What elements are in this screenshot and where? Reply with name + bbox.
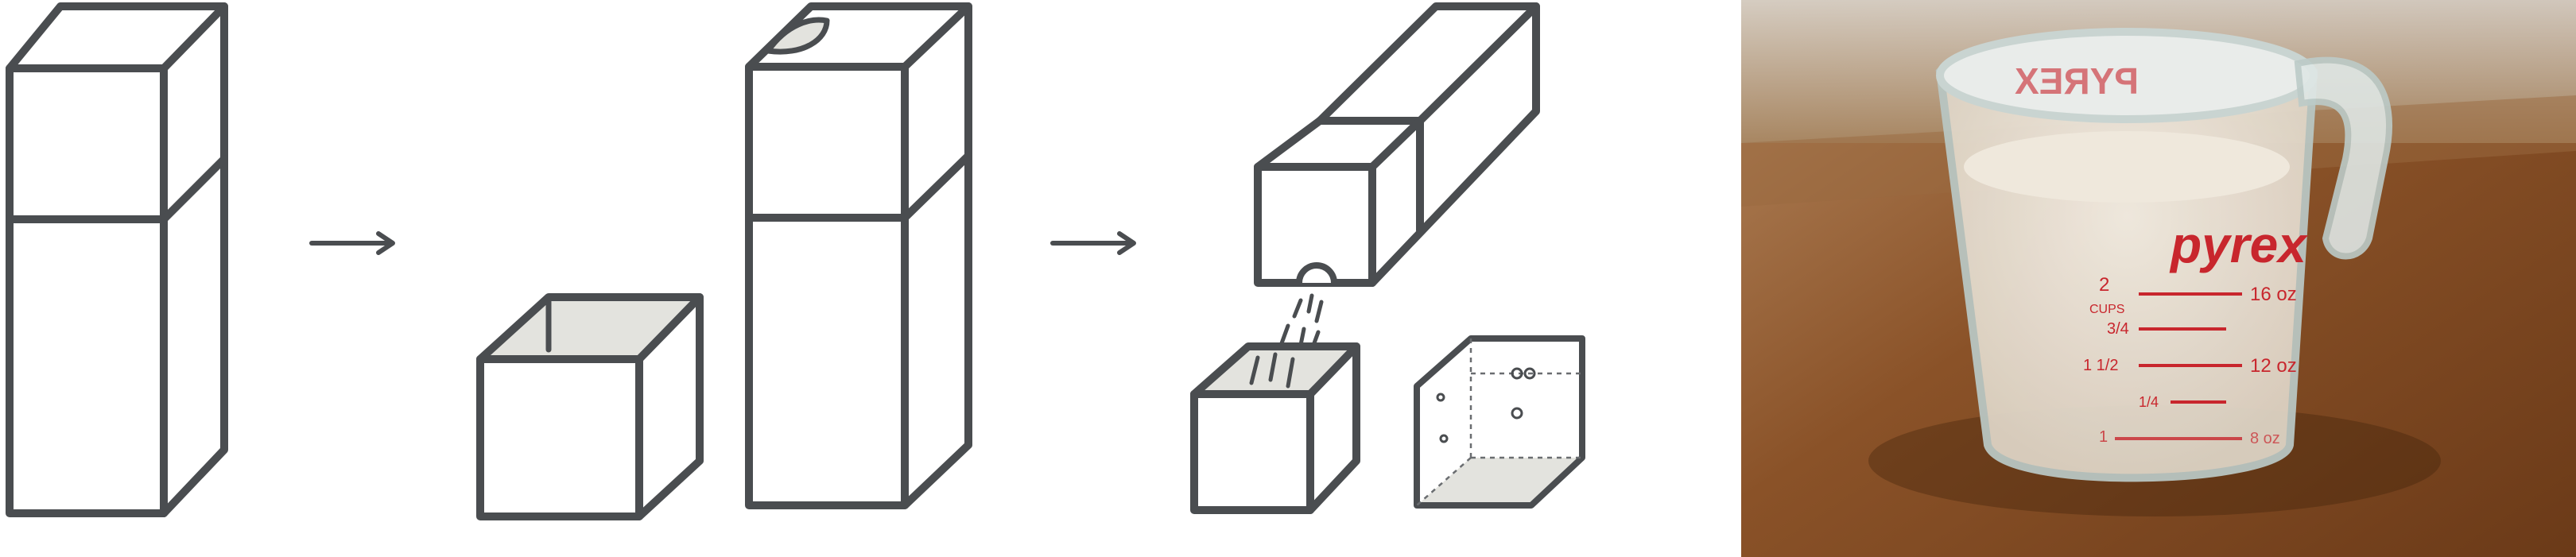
svg-text:2: 2 — [2099, 274, 2109, 296]
cup-handle — [2294, 56, 2392, 260]
rice-measuring-cup-photo: PYREX pyrex 2 16 oz CUPS 3/4 1 1/2 12 oz… — [1741, 0, 2576, 557]
svg-text:1 1/2: 1 1/2 — [2083, 357, 2118, 374]
svg-text:1: 1 — [2099, 428, 2108, 446]
arrow-1 — [309, 231, 395, 255]
svg-text:16 oz: 16 oz — [2250, 284, 2297, 305]
measurement-markings: 2 16 oz CUPS 3/4 1 1/2 12 oz 1/4 1 8 oz — [2083, 274, 2297, 447]
cut-open-box — [476, 293, 704, 520]
receiving-box — [1190, 342, 1360, 514]
arrow-2 — [1050, 231, 1136, 255]
svg-text:12 oz: 12 oz — [2250, 355, 2297, 377]
rice-carton-diagram — [6, 2, 1585, 520]
svg-text:CUPS: CUPS — [2089, 303, 2124, 316]
full-carton — [6, 2, 228, 517]
svg-text:8 oz: 8 oz — [2250, 430, 2280, 447]
brand-logo-text: pyrex — [2169, 216, 2308, 273]
svg-text:1/4: 1/4 — [2139, 394, 2159, 410]
pouring-carton — [1254, 2, 1540, 287]
mirrored-brand-text: PYREX — [2015, 60, 2139, 102]
transparent-box — [1414, 335, 1585, 509]
svg-text:3/4: 3/4 — [2107, 320, 2129, 338]
carton-with-spout — [745, 2, 972, 509]
